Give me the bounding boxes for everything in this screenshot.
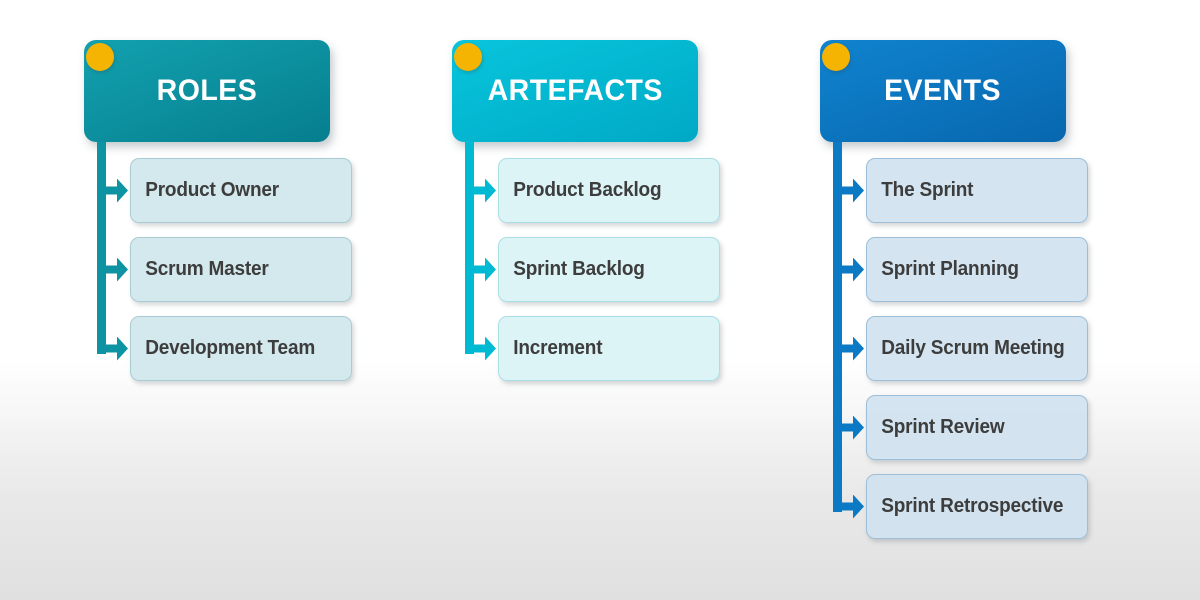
item-daily-scrum-meeting: Daily Scrum Meeting xyxy=(866,316,1088,381)
arrow-right-icon xyxy=(474,336,496,361)
artefacts-title: ARTEFACTS xyxy=(487,74,663,107)
arrow-right-icon xyxy=(842,415,864,440)
item-label: Development Team xyxy=(145,337,316,359)
bullet-dot-icon xyxy=(86,43,114,71)
events-header: EVENTS xyxy=(820,40,1066,142)
item-increment: Increment xyxy=(498,316,720,381)
bullet-dot-icon xyxy=(822,43,850,71)
item-sprint-backlog: Sprint Backlog xyxy=(498,237,720,302)
arrow-right-icon xyxy=(842,257,864,282)
roles-header: ROLES xyxy=(84,40,330,142)
arrow-right-icon xyxy=(842,336,864,361)
item-product-owner: Product Owner xyxy=(130,158,352,223)
item-product-backlog: Product Backlog xyxy=(498,158,720,223)
arrow-right-icon xyxy=(106,336,128,361)
item-the-sprint: The Sprint xyxy=(866,158,1088,223)
item-label: Sprint Retrospective xyxy=(881,495,1064,517)
arrow-right-icon xyxy=(106,257,128,282)
item-label: Sprint Planning xyxy=(881,258,1019,280)
artefacts-header: ARTEFACTS xyxy=(452,40,698,142)
arrow-right-icon xyxy=(106,178,128,203)
bullet-dot-icon xyxy=(454,43,482,71)
item-sprint-planning: Sprint Planning xyxy=(866,237,1088,302)
item-label: Product Backlog xyxy=(513,179,662,201)
artefacts-connector-line xyxy=(465,142,474,354)
arrow-right-icon xyxy=(474,257,496,282)
arrow-right-icon xyxy=(842,178,864,203)
roles-title: ROLES xyxy=(156,74,258,107)
item-label: Product Owner xyxy=(145,179,279,201)
roles-connector-line xyxy=(97,142,106,354)
item-label: Sprint Review xyxy=(881,416,1005,438)
arrow-right-icon xyxy=(474,178,496,203)
arrow-right-icon xyxy=(842,494,864,519)
item-label: Sprint Backlog xyxy=(513,258,645,280)
item-development-team: Development Team xyxy=(130,316,352,381)
item-label: The Sprint xyxy=(881,179,974,201)
item-label: Daily Scrum Meeting xyxy=(881,337,1065,359)
item-label: Increment xyxy=(513,337,603,359)
events-connector-line xyxy=(833,142,842,512)
events-title: EVENTS xyxy=(884,74,1002,107)
item-scrum-master: Scrum Master xyxy=(130,237,352,302)
item-sprint-retrospective: Sprint Retrospective xyxy=(866,474,1088,539)
item-sprint-review: Sprint Review xyxy=(866,395,1088,460)
item-label: Scrum Master xyxy=(145,258,269,280)
